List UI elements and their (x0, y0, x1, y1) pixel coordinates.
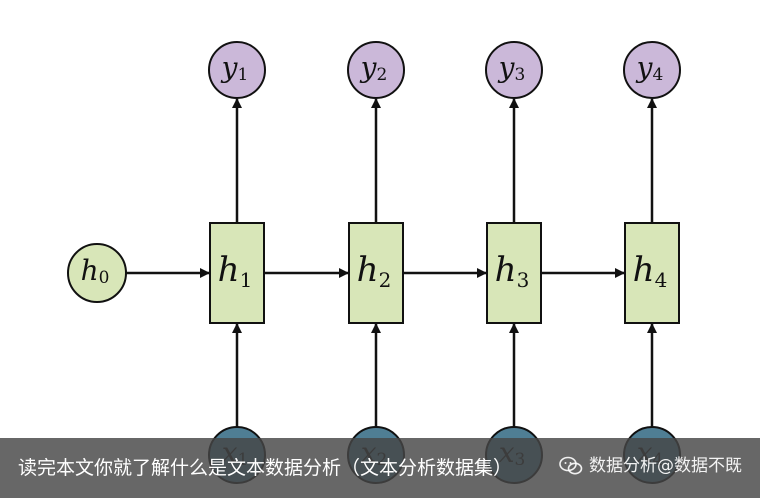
hidden-state-box (624, 222, 680, 324)
hidden-state-label: h3 (495, 250, 530, 292)
output-node (208, 41, 266, 99)
watermark: 数据分析@数据不既 (559, 454, 742, 478)
caption-bar: 读完本文你就了解什么是文本数据分析（文本分析数据集） 数据分析@数据不既 (0, 438, 760, 498)
nodes-layer: h0y1h1x1y2h2x2y3h3x3y4h4x4 (67, 41, 681, 484)
hidden-state-box (486, 222, 542, 324)
hidden-state-label: h4 (633, 250, 668, 292)
output-label: y4 (635, 51, 664, 86)
hidden-state-label: h1 (218, 250, 253, 292)
watermark-text: 数据分析@数据不既 (589, 456, 742, 476)
output-node (623, 41, 681, 99)
output-label: y3 (497, 51, 526, 86)
edges-layer (126, 98, 657, 427)
hidden-state-label: h2 (357, 250, 392, 292)
initial-state-label: h0 (81, 254, 110, 289)
output-node (485, 41, 543, 99)
output-node (347, 41, 405, 99)
hidden-state-box (209, 222, 265, 324)
wechat-icon (559, 456, 583, 475)
hidden-state-box (348, 222, 404, 324)
caption-title: 读完本文你就了解什么是文本数据分析（文本分析数据集） (18, 457, 513, 479)
initial-state-node (67, 243, 127, 303)
output-label: y1 (220, 51, 249, 86)
output-label: y2 (359, 51, 388, 86)
